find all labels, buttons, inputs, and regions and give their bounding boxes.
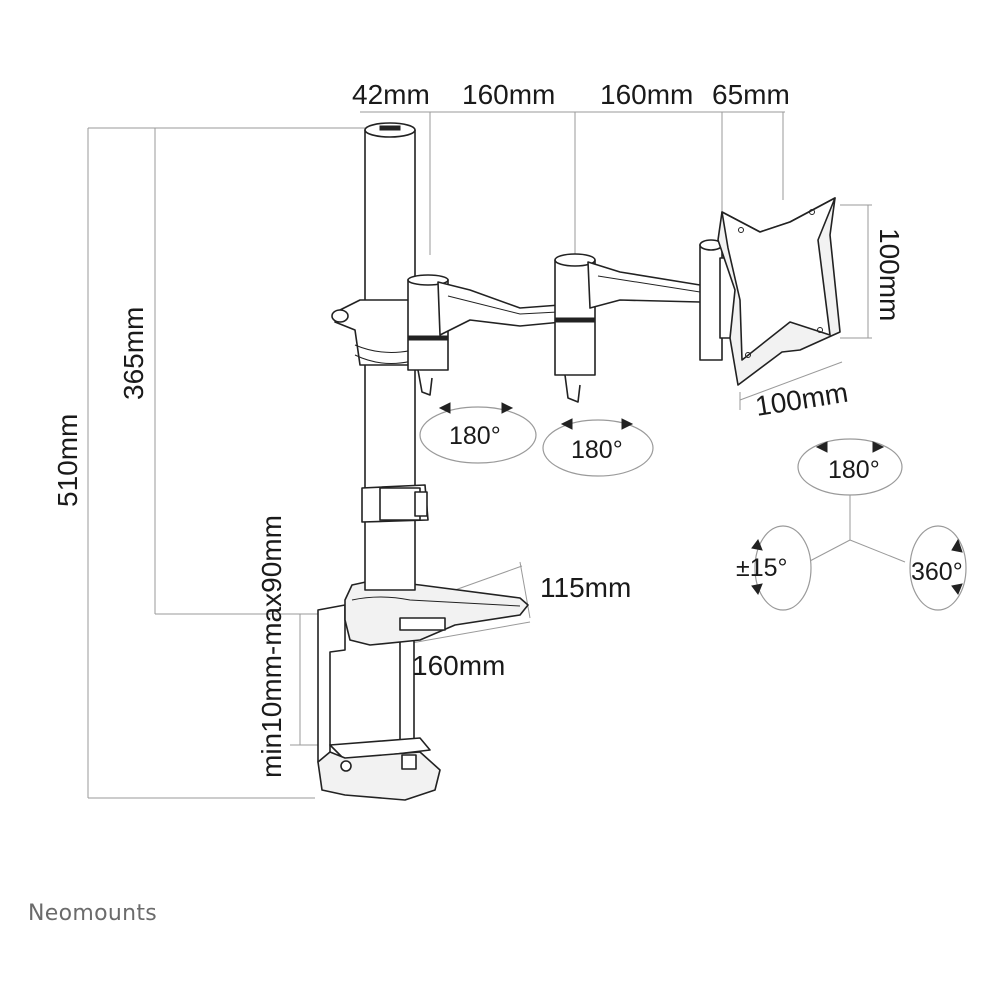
label-arm2-length: 160mm (600, 79, 693, 110)
vesa-plate (717, 197, 841, 386)
arm-segment-2 (587, 261, 713, 309)
label-base-depth: 115mm (540, 572, 631, 603)
rotation-ellipse-rotate (909, 525, 967, 611)
dimension-lines (87, 111, 872, 799)
label-rotation-tilt: 180° (828, 456, 880, 484)
label-head-offset: 65mm (712, 79, 790, 110)
label-total-height: 510mm (52, 414, 83, 507)
label-base-width: 160mm (412, 650, 505, 681)
rotation-indicators (419, 402, 967, 611)
rotation-ellipse-swivel (754, 525, 812, 611)
arm-segment-1 (437, 281, 563, 336)
label-arm1-length: 160mm (462, 79, 555, 110)
label-vesa-vertical: 100mm (874, 228, 905, 321)
label-desk-thickness: min10mm-max90mm (256, 515, 287, 778)
label-vesa-horizontal: 100mm (753, 377, 850, 422)
label-rotation-joint1: 180° (449, 422, 501, 450)
label-pole-height: 365mm (118, 307, 149, 400)
label-rotation-joint2: 180° (571, 436, 623, 464)
rotation-ellipse-1 (419, 406, 537, 464)
label-pole-offset: 42mm (352, 79, 430, 110)
desk-clamp (317, 604, 441, 801)
brand-wordmark: Neomounts (28, 901, 157, 926)
label-rotation-rotate: 360° (911, 558, 963, 586)
pole-base (344, 579, 529, 646)
label-rotation-swivel: ±15° (736, 554, 788, 582)
rotation-ellipse-2 (542, 419, 654, 477)
